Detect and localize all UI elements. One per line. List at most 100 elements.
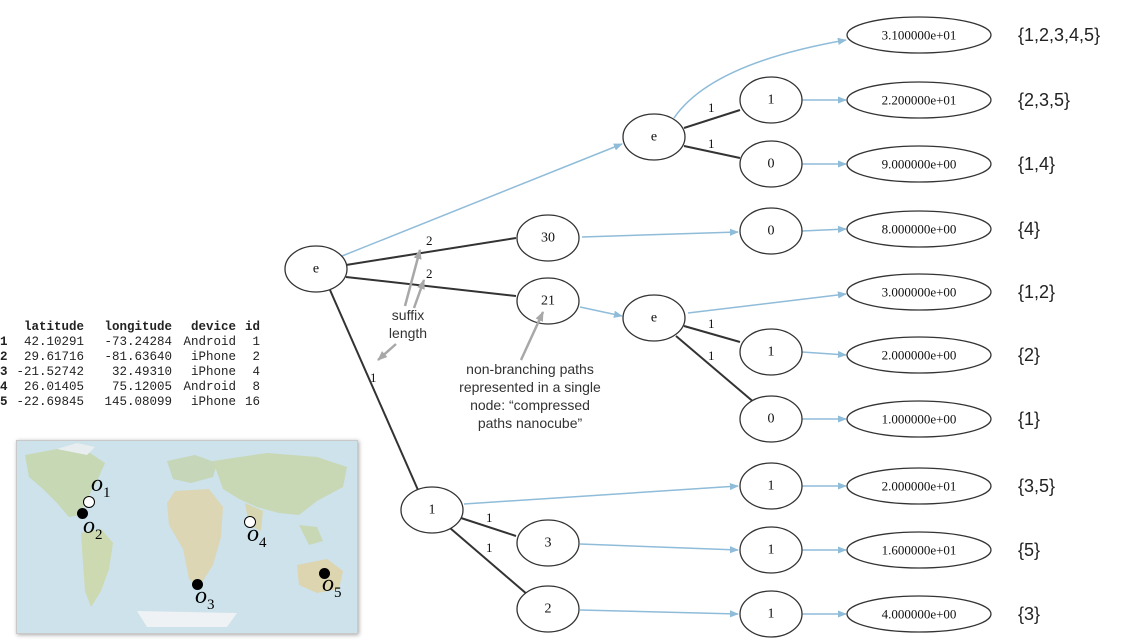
map-label-o5: o5 xyxy=(322,571,342,602)
device-cell: iPhone xyxy=(190,365,236,379)
edge-mide-0 xyxy=(675,335,757,405)
longitude-cell: -73.24284 xyxy=(104,335,172,349)
node-low-1c: 1 xyxy=(739,590,803,638)
edge-mide-1 xyxy=(683,325,741,343)
node-top-1: 1 xyxy=(739,76,803,124)
leaf-node: 2.200000e+01 xyxy=(846,81,992,119)
node-label: 1 xyxy=(768,93,775,108)
edge-label: 1 xyxy=(370,370,377,385)
id-cell: 1 xyxy=(252,335,260,349)
edge-root-1 xyxy=(329,289,419,491)
map-label-o2: o2 xyxy=(83,513,103,544)
set-label: {2} xyxy=(1018,345,1040,365)
map-label-base: o xyxy=(91,471,103,497)
table-header-device: device xyxy=(190,320,236,334)
device-cell: Android xyxy=(183,380,236,394)
node-3: 3 xyxy=(516,519,580,567)
leaf-node: 2.000000e+01 xyxy=(846,467,992,505)
leaf-value: 9.000000e+00 xyxy=(882,157,957,172)
edge-label: 1 xyxy=(486,510,493,525)
node-21: 21 xyxy=(516,277,580,325)
row-number: 3 xyxy=(0,365,8,379)
edge-label: 1 xyxy=(486,540,493,555)
map-point-o2 xyxy=(77,508,88,519)
leaf-node: 9.000000e+00 xyxy=(846,145,992,183)
node-mid-e: e xyxy=(622,294,686,342)
node-label: 1 xyxy=(429,503,436,518)
map-label-sub: 5 xyxy=(334,584,342,601)
map-label-sub: 3 xyxy=(207,596,215,613)
node-label: 30 xyxy=(541,231,555,246)
map-label-base: o xyxy=(83,513,95,539)
node-label: 1 xyxy=(768,345,775,360)
leaf-value: 8.000000e+00 xyxy=(882,222,957,237)
latitude-cell: -21.52742 xyxy=(16,365,84,379)
set-label: {2,3,5} xyxy=(1018,90,1070,110)
set-label: {4} xyxy=(1018,219,1040,239)
map-point-o1 xyxy=(83,496,95,508)
node-2: 2 xyxy=(516,585,580,633)
map-label-base: o xyxy=(247,521,259,547)
longitude-cell: 75.12005 xyxy=(111,380,172,394)
suffix-arrow-1 xyxy=(403,249,422,307)
annotations: suffix length non-branching paths repres… xyxy=(389,307,601,431)
node-label: 2 xyxy=(545,602,552,617)
node-label: 0 xyxy=(768,224,775,239)
edge-label: 1 xyxy=(708,348,715,363)
set-label: {1,2} xyxy=(1018,282,1055,302)
leaf-value: 1.600000e+01 xyxy=(882,543,957,558)
node-label: 3 xyxy=(545,536,552,551)
edge-tope-0 xyxy=(683,145,741,159)
latitude-cell: 42.10291 xyxy=(23,335,84,349)
edge-root-30 xyxy=(345,237,517,266)
leaf-node: 3.000000e+00 xyxy=(846,273,992,311)
edge-mid1-leaf5 xyxy=(801,350,847,359)
map-label-o3: o3 xyxy=(195,583,215,614)
set-label: {1} xyxy=(1018,409,1040,429)
leaf-value: 1.000000e+00 xyxy=(882,412,957,427)
map-label-o1: o1 xyxy=(91,471,111,502)
node-label: e xyxy=(313,262,319,277)
device-cell: iPhone xyxy=(190,350,236,364)
nonbranch-arrow xyxy=(519,311,545,361)
map-label-sub: 1 xyxy=(103,484,111,501)
node-top-e: e xyxy=(622,113,686,161)
latitude-cell: 26.01405 xyxy=(23,380,84,394)
edge-labels: 2 2 1 1 1 1 1 1 1 xyxy=(370,100,715,555)
device-cell: Android xyxy=(183,335,236,349)
edge-root-21 xyxy=(345,276,517,297)
table-header-latitude: latitude xyxy=(23,320,84,334)
edge-n30_0-leaf3 xyxy=(801,225,847,233)
tree-nodes: e e 30 21 e 1 3 2 1 0 0 1 0 1 1 1 xyxy=(284,76,803,638)
set-label: {1,2,3,4,5} xyxy=(1018,25,1100,45)
edge-tope-1 xyxy=(683,109,741,129)
set-label: {3,5} xyxy=(1018,476,1055,496)
suffix-arrow-3 xyxy=(377,343,397,361)
edge-label: 2 xyxy=(426,266,433,281)
node-30-0: 0 xyxy=(739,207,803,255)
map-point-o4 xyxy=(244,516,256,528)
node-low-1b: 1 xyxy=(739,526,803,574)
table-header-longitude: longitude xyxy=(104,320,172,334)
node-label: 0 xyxy=(768,157,775,172)
longitude-cell: 145.08099 xyxy=(104,395,172,409)
edge-mide-leaf4 xyxy=(687,291,847,314)
leaf-value: 3.100000e+01 xyxy=(882,28,957,43)
row-number: 2 xyxy=(0,350,8,364)
set-labels: {1,2,3,4,5} {2,3,5} {1,4} {4} {1,2} {2} … xyxy=(1018,25,1100,624)
leaf-value: 2.200000e+01 xyxy=(882,93,957,108)
id-cell: 16 xyxy=(244,395,260,409)
set-label: {5} xyxy=(1018,540,1040,560)
annotation-arrows xyxy=(377,249,545,361)
map-label-o4: o4 xyxy=(247,521,267,552)
node-label: e xyxy=(651,130,657,145)
row-number: 5 xyxy=(0,395,8,409)
node-low-1a: 1 xyxy=(739,462,803,510)
leaf-node: 1.600000e+01 xyxy=(846,531,992,569)
